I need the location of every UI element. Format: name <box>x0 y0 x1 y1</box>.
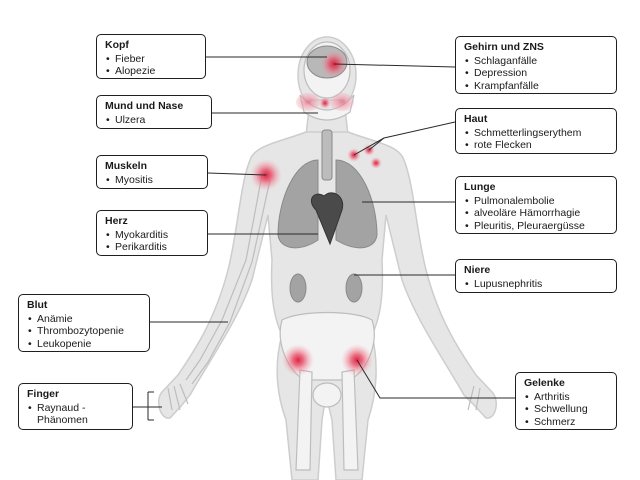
box-item: Pulmonalembolie <box>464 195 608 208</box>
box-item: Ulzera <box>105 114 203 127</box>
butterfly-rash-right <box>330 93 354 111</box>
leader-lines <box>133 56 515 421</box>
box-title: Haut <box>464 113 488 125</box>
box-title: Gelenke <box>524 377 565 389</box>
box-gelenke: Gelenke Arthritis Schwellung Schmerz <box>515 372 617 430</box>
box-item: Fieber <box>105 53 197 66</box>
box-title: Finger <box>27 388 60 400</box>
box-item-continuation: Phänomen <box>37 414 88 426</box>
box-item: Schlaganfälle <box>464 55 608 68</box>
left-hip-highlight <box>282 344 314 376</box>
box-title: Blut <box>27 299 48 311</box>
box-blut: Blut Anämie Thrombozytopenie Leukopenie <box>18 294 150 352</box>
left-lung <box>277 159 319 249</box>
box-niere: Niere Lupusnephritis <box>455 259 617 293</box>
box-item: alveoläre Hämorrhagie <box>464 207 608 220</box>
box-title: Kopf <box>105 39 129 51</box>
box-lunge: Lunge Pulmonalembolie alveoläre Hämorrha… <box>455 176 617 234</box>
right-lung <box>335 159 378 249</box>
skin-spot-3 <box>370 157 382 169</box>
box-item: Krampfanfälle <box>464 80 608 93</box>
box-item: Anämie <box>27 313 141 326</box>
box-item: Schwellung <box>524 403 608 416</box>
left-kidney <box>289 273 307 303</box>
box-item: Myokarditis <box>105 229 199 242</box>
box-mund-und-nase: Mund und Nase Ulzera <box>96 95 212 129</box>
box-item: Schmerz <box>524 416 608 429</box>
butterfly-rash-left <box>296 93 320 111</box>
box-item: Schmetterlingserythem <box>464 127 608 140</box>
box-title: Gehirn und ZNS <box>464 41 544 53</box>
box-title: Muskeln <box>105 160 148 172</box>
box-finger: Finger Raynaud - Phänomen <box>18 383 133 430</box>
box-title: Lunge <box>464 181 496 193</box>
box-item: Lupusnephritis <box>464 278 608 291</box>
right-kidney <box>345 273 363 303</box>
box-herz: Herz Myokarditis Perikarditis <box>96 210 208 256</box>
box-muskeln: Muskeln Myositis <box>96 155 208 189</box>
heart <box>311 192 344 246</box>
box-item: Perikarditis <box>105 241 199 254</box>
box-item: Thrombozytopenie <box>27 325 141 338</box>
box-item: Alopezie <box>105 65 197 78</box>
box-item: Raynaud - <box>27 402 124 415</box>
box-item: Leukopenie <box>27 338 141 351</box>
box-title: Niere <box>464 264 491 276</box>
box-item: Pleuritis, Pleuraergüsse <box>464 220 608 233</box>
box-title: Mund und Nase <box>105 100 184 112</box>
box-item: Myositis <box>105 174 199 187</box>
box-item: Arthritis <box>524 391 608 404</box>
box-gehirn-und-zns: Gehirn und ZNS Schlaganfälle Depression … <box>455 36 617 94</box>
box-kopf: Kopf Fieber Alopezie <box>96 34 206 79</box>
box-title: Herz <box>105 215 128 227</box>
box-haut: Haut Schmetterlingserythem rote Flecken <box>455 108 617 154</box>
box-item: rote Flecken <box>464 139 608 152</box>
mouth-highlight <box>319 97 331 109</box>
box-item: Depression <box>464 67 608 80</box>
